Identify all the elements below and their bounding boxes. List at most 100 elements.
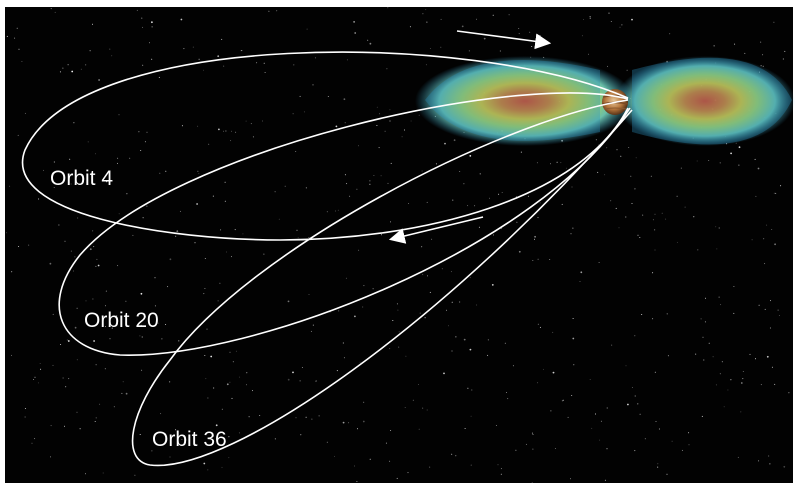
star	[308, 237, 310, 239]
star	[359, 361, 361, 363]
star	[142, 26, 144, 28]
star	[639, 237, 641, 238]
star	[390, 430, 392, 431]
star	[338, 310, 340, 312]
star	[142, 217, 144, 219]
star	[771, 229, 773, 230]
star	[111, 327, 113, 329]
star	[212, 195, 214, 197]
star	[9, 185, 11, 187]
star	[708, 160, 710, 161]
star	[151, 21, 153, 24]
star	[483, 37, 486, 40]
star	[76, 359, 78, 361]
star	[263, 62, 265, 64]
star	[52, 364, 54, 366]
star	[24, 408, 26, 409]
star	[197, 170, 199, 172]
star	[755, 195, 757, 197]
star	[495, 425, 497, 426]
star	[771, 366, 773, 368]
star	[117, 162, 118, 164]
star	[136, 9, 138, 11]
star	[204, 258, 206, 259]
star	[676, 195, 678, 197]
star	[208, 143, 210, 145]
star	[71, 70, 74, 73]
radiation-belt-right-outer	[632, 57, 792, 145]
star	[376, 106, 378, 108]
star	[207, 469, 209, 471]
star	[703, 359, 705, 361]
star	[681, 449, 683, 451]
star	[501, 192, 503, 193]
star	[219, 282, 221, 284]
star	[427, 275, 428, 277]
star	[146, 205, 148, 207]
star	[397, 309, 399, 311]
star	[175, 429, 177, 431]
star	[21, 61, 23, 62]
star	[667, 355, 669, 357]
star	[268, 10, 270, 12]
star	[467, 387, 469, 389]
star	[657, 463, 659, 465]
star	[53, 161, 55, 163]
star	[565, 167, 567, 169]
star	[34, 376, 36, 378]
star	[733, 312, 735, 314]
star	[671, 440, 673, 442]
star	[644, 438, 646, 440]
star	[14, 37, 16, 39]
star	[695, 353, 697, 355]
star	[348, 422, 350, 424]
star	[764, 308, 766, 310]
star	[239, 376, 241, 378]
star	[387, 7, 389, 9]
star	[334, 210, 336, 212]
star	[737, 456, 739, 458]
star	[755, 358, 756, 360]
star	[758, 460, 760, 462]
star	[631, 18, 633, 21]
star	[245, 120, 247, 122]
star	[65, 386, 67, 388]
star	[221, 38, 223, 40]
star	[72, 270, 74, 272]
star	[531, 482, 533, 484]
star	[287, 378, 290, 381]
star	[109, 338, 111, 340]
star	[556, 161, 558, 163]
star	[77, 217, 79, 219]
star	[138, 131, 140, 133]
star	[666, 473, 668, 475]
star	[299, 380, 301, 382]
star	[426, 201, 428, 203]
orbit-4-label: Orbit 4	[50, 167, 113, 190]
star	[326, 441, 328, 443]
star	[740, 382, 743, 384]
star	[228, 457, 230, 459]
star	[95, 153, 96, 155]
star	[69, 158, 71, 160]
star	[429, 48, 431, 49]
star	[64, 425, 65, 427]
star	[774, 243, 776, 246]
star	[581, 35, 583, 37]
star	[231, 256, 232, 258]
star	[380, 175, 382, 177]
star	[409, 26, 411, 28]
star	[422, 407, 424, 409]
star	[608, 12, 610, 14]
star	[181, 439, 183, 440]
star	[62, 377, 64, 379]
star	[250, 123, 252, 125]
star	[600, 420, 602, 422]
star	[95, 417, 97, 419]
star	[312, 324, 314, 326]
star	[571, 395, 573, 396]
star	[59, 71, 61, 73]
star	[117, 157, 119, 159]
star	[314, 57, 316, 59]
